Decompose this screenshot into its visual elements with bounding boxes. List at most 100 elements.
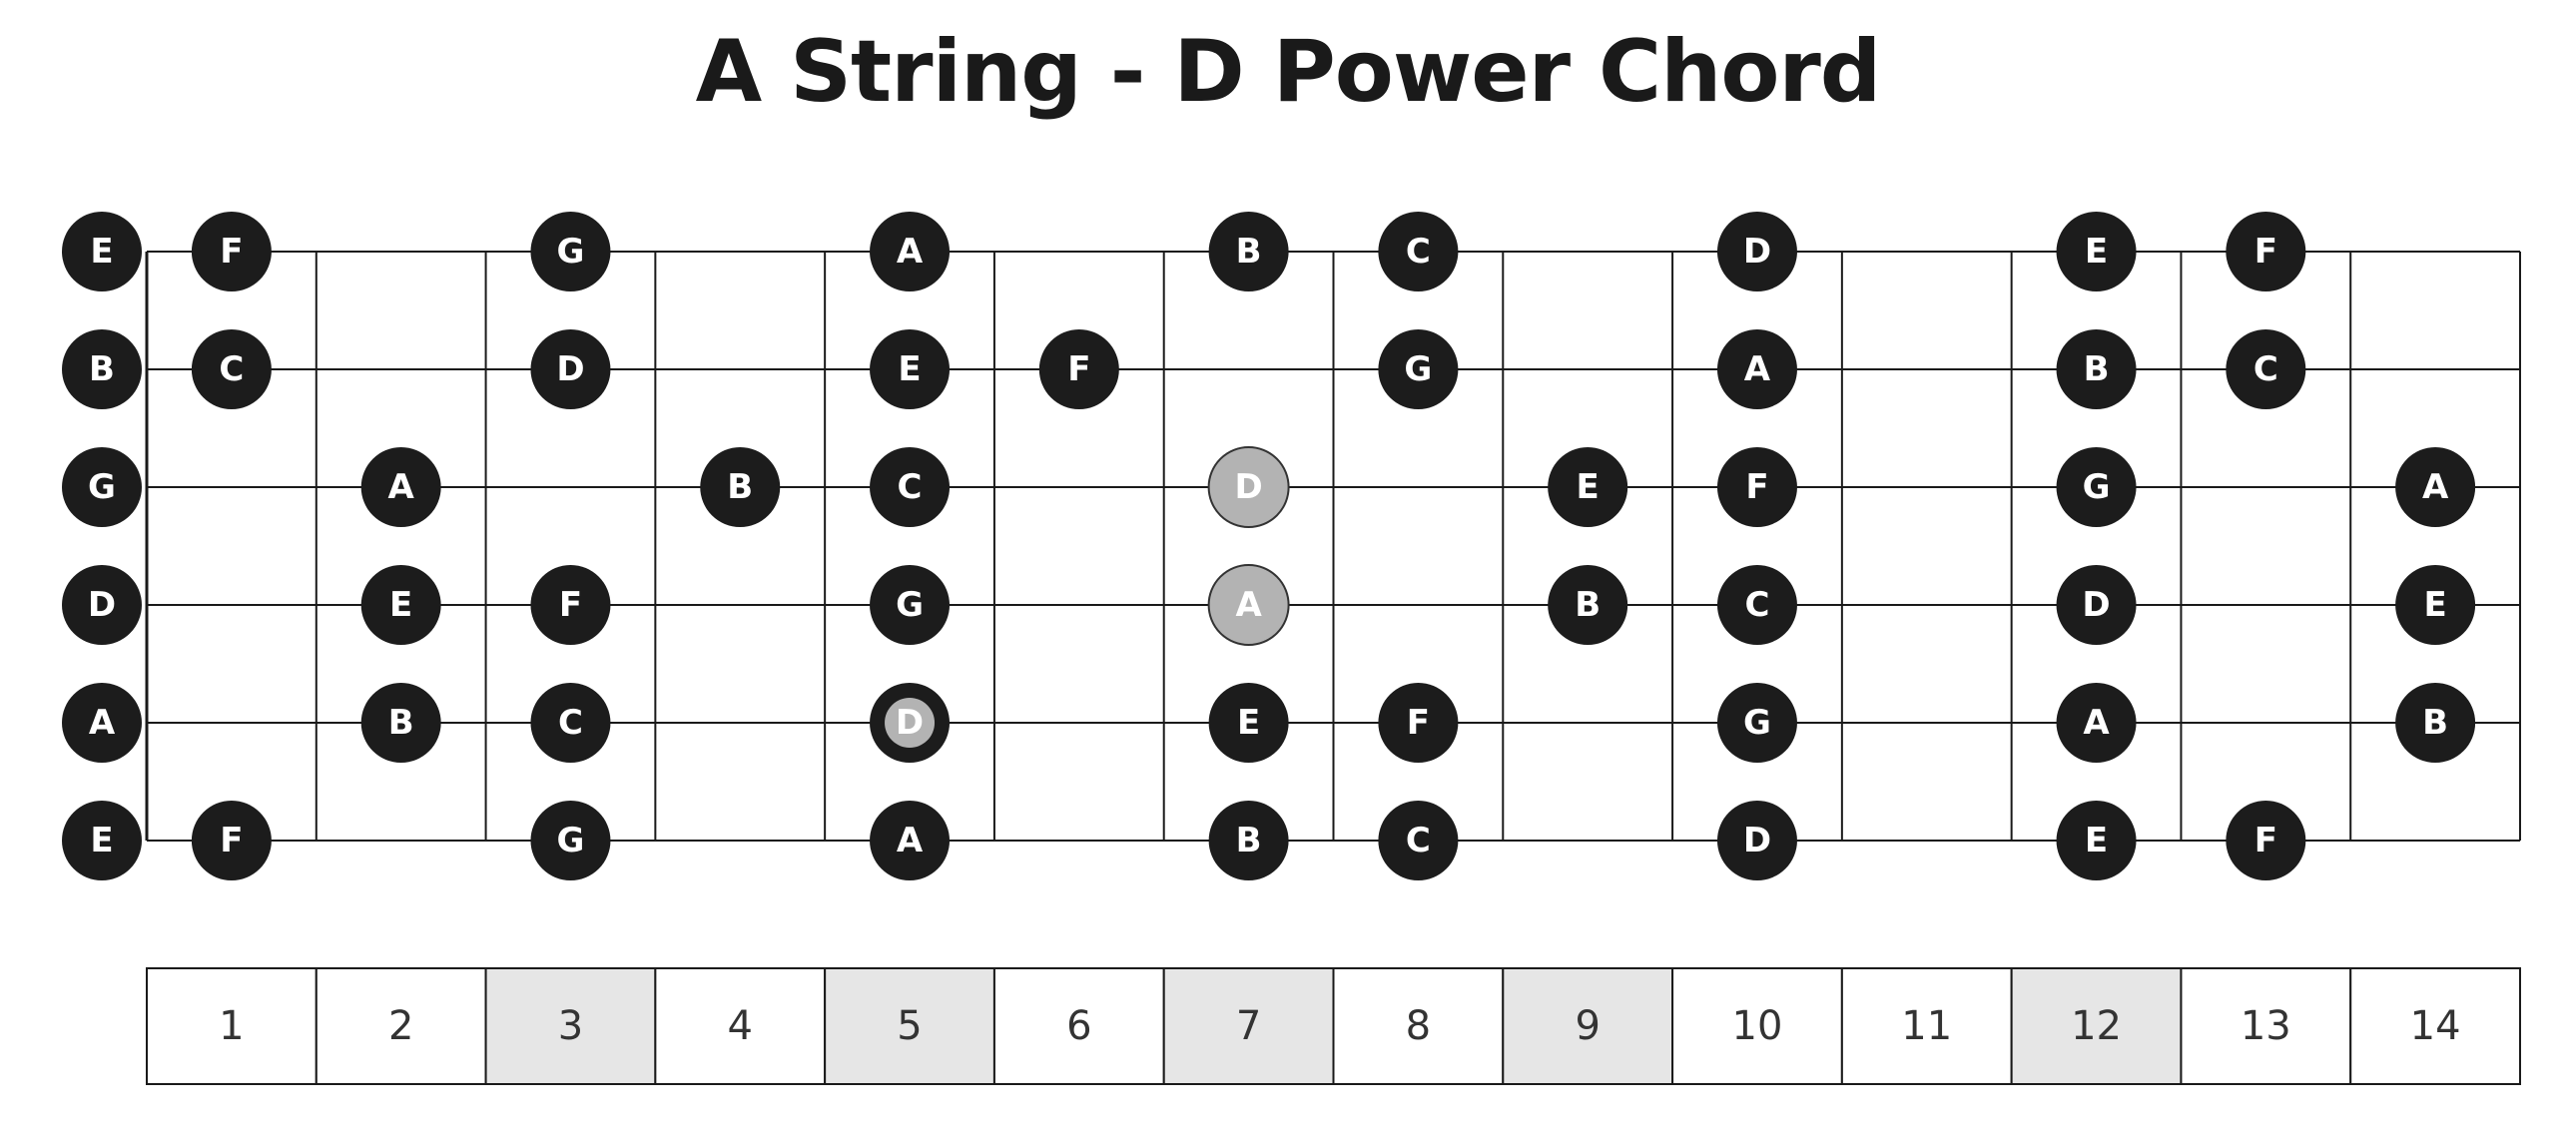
fret-number-cell-10 xyxy=(1671,967,1843,1085)
note-s1-f7-dot xyxy=(1208,212,1289,291)
note-s4-f3-dot xyxy=(530,565,611,645)
fret-number-14: 14 xyxy=(2410,1003,2461,1049)
fret-number-cell-7 xyxy=(1162,967,1335,1085)
chord-tone-s3-f7-label: D xyxy=(1234,467,1262,507)
note-s5-f7-label: E xyxy=(1237,703,1260,743)
note-s3-f12-dot xyxy=(2056,447,2137,527)
note-s5-f3-label: C xyxy=(558,703,583,743)
note-s4-f14-dot xyxy=(2395,565,2476,645)
note-s3-f5: C xyxy=(870,447,951,527)
note-s4-f10-label: C xyxy=(1744,585,1769,625)
note-s5-f12-label: A xyxy=(2083,703,2110,743)
note-s4-f2-label: E xyxy=(389,585,412,625)
note-s2-f3-label: D xyxy=(556,349,584,389)
note-s6-f12: E xyxy=(2056,801,2137,880)
note-s6-f8-dot xyxy=(1378,801,1459,880)
note-s3-f12: G xyxy=(2056,447,2137,527)
fret-number-cell-9 xyxy=(1502,967,1674,1085)
open-note-string-6: E xyxy=(62,801,142,880)
note-s4-f5-label: G xyxy=(896,585,924,625)
note-s5-f3-dot xyxy=(530,683,611,763)
note-s1-f13-label: F xyxy=(2254,232,2277,272)
note-s1-f3: G xyxy=(530,212,611,291)
note-s6-f1-dot xyxy=(191,801,272,880)
note-s6-f10-dot xyxy=(1716,801,1797,880)
fretboard xyxy=(145,251,2521,842)
note-s5-f10-label: G xyxy=(1743,703,1771,743)
note-s2-f3: D xyxy=(530,329,611,409)
fret-number-cell-1 xyxy=(146,967,318,1085)
open-note-string-5-label: A xyxy=(89,703,116,743)
note-s6-f1: F xyxy=(191,801,272,880)
note-s2-f13-dot xyxy=(2226,329,2306,409)
page-title: A String - D Power Chord xyxy=(695,22,1882,122)
note-s2-f5-dot xyxy=(870,329,951,409)
note-s2-f8-label: G xyxy=(1404,349,1432,389)
note-s6-f10-label: D xyxy=(1743,821,1771,860)
note-s6-f7-label: B xyxy=(1236,821,1262,860)
note-s2-f8: G xyxy=(1378,329,1459,409)
note-s2-f6-label: F xyxy=(1067,349,1090,389)
note-s4-f3-label: F xyxy=(559,585,582,625)
note-s4-f14-label: E xyxy=(2423,585,2446,625)
note-s6-f3-label: G xyxy=(557,821,585,860)
note-s1-f1-label: F xyxy=(220,232,243,272)
note-s6-f1-label: F xyxy=(220,821,243,860)
open-note-string-4-dot xyxy=(62,565,142,645)
note-s5-f8-label: F xyxy=(1407,703,1430,743)
fret-number-cell-5 xyxy=(824,967,995,1085)
note-s1-f3-label: G xyxy=(557,232,585,272)
note-s5-f2-dot xyxy=(360,683,441,763)
note-s1-f3-dot xyxy=(530,212,611,291)
note-s5-f2-label: B xyxy=(388,703,414,743)
note-s3-f10: F xyxy=(1716,447,1797,527)
note-s2-f13-label: C xyxy=(2254,349,2278,389)
note-s5-f3: C xyxy=(530,683,611,763)
note-s5-f7: E xyxy=(1208,683,1289,763)
open-note-string-3-dot xyxy=(62,447,142,527)
note-s1-f13: F xyxy=(2226,212,2306,291)
note-s1-f5-label: A xyxy=(897,232,924,272)
note-s5-f8-dot xyxy=(1378,683,1459,763)
note-s5-f10: G xyxy=(1716,683,1797,763)
note-s5-f14-label: B xyxy=(2422,703,2448,743)
note-s5-f2: B xyxy=(360,683,441,763)
note-s2-f1: C xyxy=(191,329,272,409)
note-s1-f8: C xyxy=(1378,212,1459,291)
note-s3-f2-label: A xyxy=(388,467,415,507)
note-s5-f14: B xyxy=(2395,683,2476,763)
note-s6-f7-dot xyxy=(1208,801,1289,880)
fret-number-cell-12 xyxy=(2010,967,2183,1085)
note-s2-f12-label: B xyxy=(2084,349,2110,389)
note-s4-f12-label: D xyxy=(2082,585,2110,625)
note-s2-f12: B xyxy=(2056,329,2137,409)
note-s1-f12: E xyxy=(2056,212,2137,291)
note-s3-f9-dot xyxy=(1548,447,1628,527)
open-note-string-2-dot xyxy=(62,329,142,409)
note-s2-f6: F xyxy=(1038,329,1119,409)
open-note-string-6-dot xyxy=(62,801,142,880)
fret-number-cell-11 xyxy=(1840,967,2013,1085)
note-s2-f10: A xyxy=(1716,329,1797,409)
note-s1-f7: B xyxy=(1208,212,1289,291)
note-s1-f8-label: C xyxy=(1406,232,1431,272)
note-s6-f10: D xyxy=(1716,801,1797,880)
note-s1-f5-dot xyxy=(870,212,951,291)
fret-number-cell-13 xyxy=(2180,967,2352,1085)
chord-tone-s4-f7: A xyxy=(1207,564,1290,646)
fret-number-cell-3 xyxy=(484,967,657,1085)
note-s4-f5: G xyxy=(870,565,951,645)
open-note-string-2: B xyxy=(62,329,142,409)
note-s2-f5-label: E xyxy=(898,349,921,389)
note-s3-f9-label: E xyxy=(1577,467,1600,507)
note-s3-f14-label: A xyxy=(2422,467,2449,507)
open-note-string-1: E xyxy=(62,212,142,291)
fret-number-11: 11 xyxy=(1901,1003,1952,1049)
note-s5-f8: F xyxy=(1378,683,1459,763)
note-s4-f12-dot xyxy=(2056,565,2137,645)
note-s4-f10: C xyxy=(1716,565,1797,645)
note-s6-f8-label: C xyxy=(1406,821,1431,860)
note-s6-f3: G xyxy=(530,801,611,880)
